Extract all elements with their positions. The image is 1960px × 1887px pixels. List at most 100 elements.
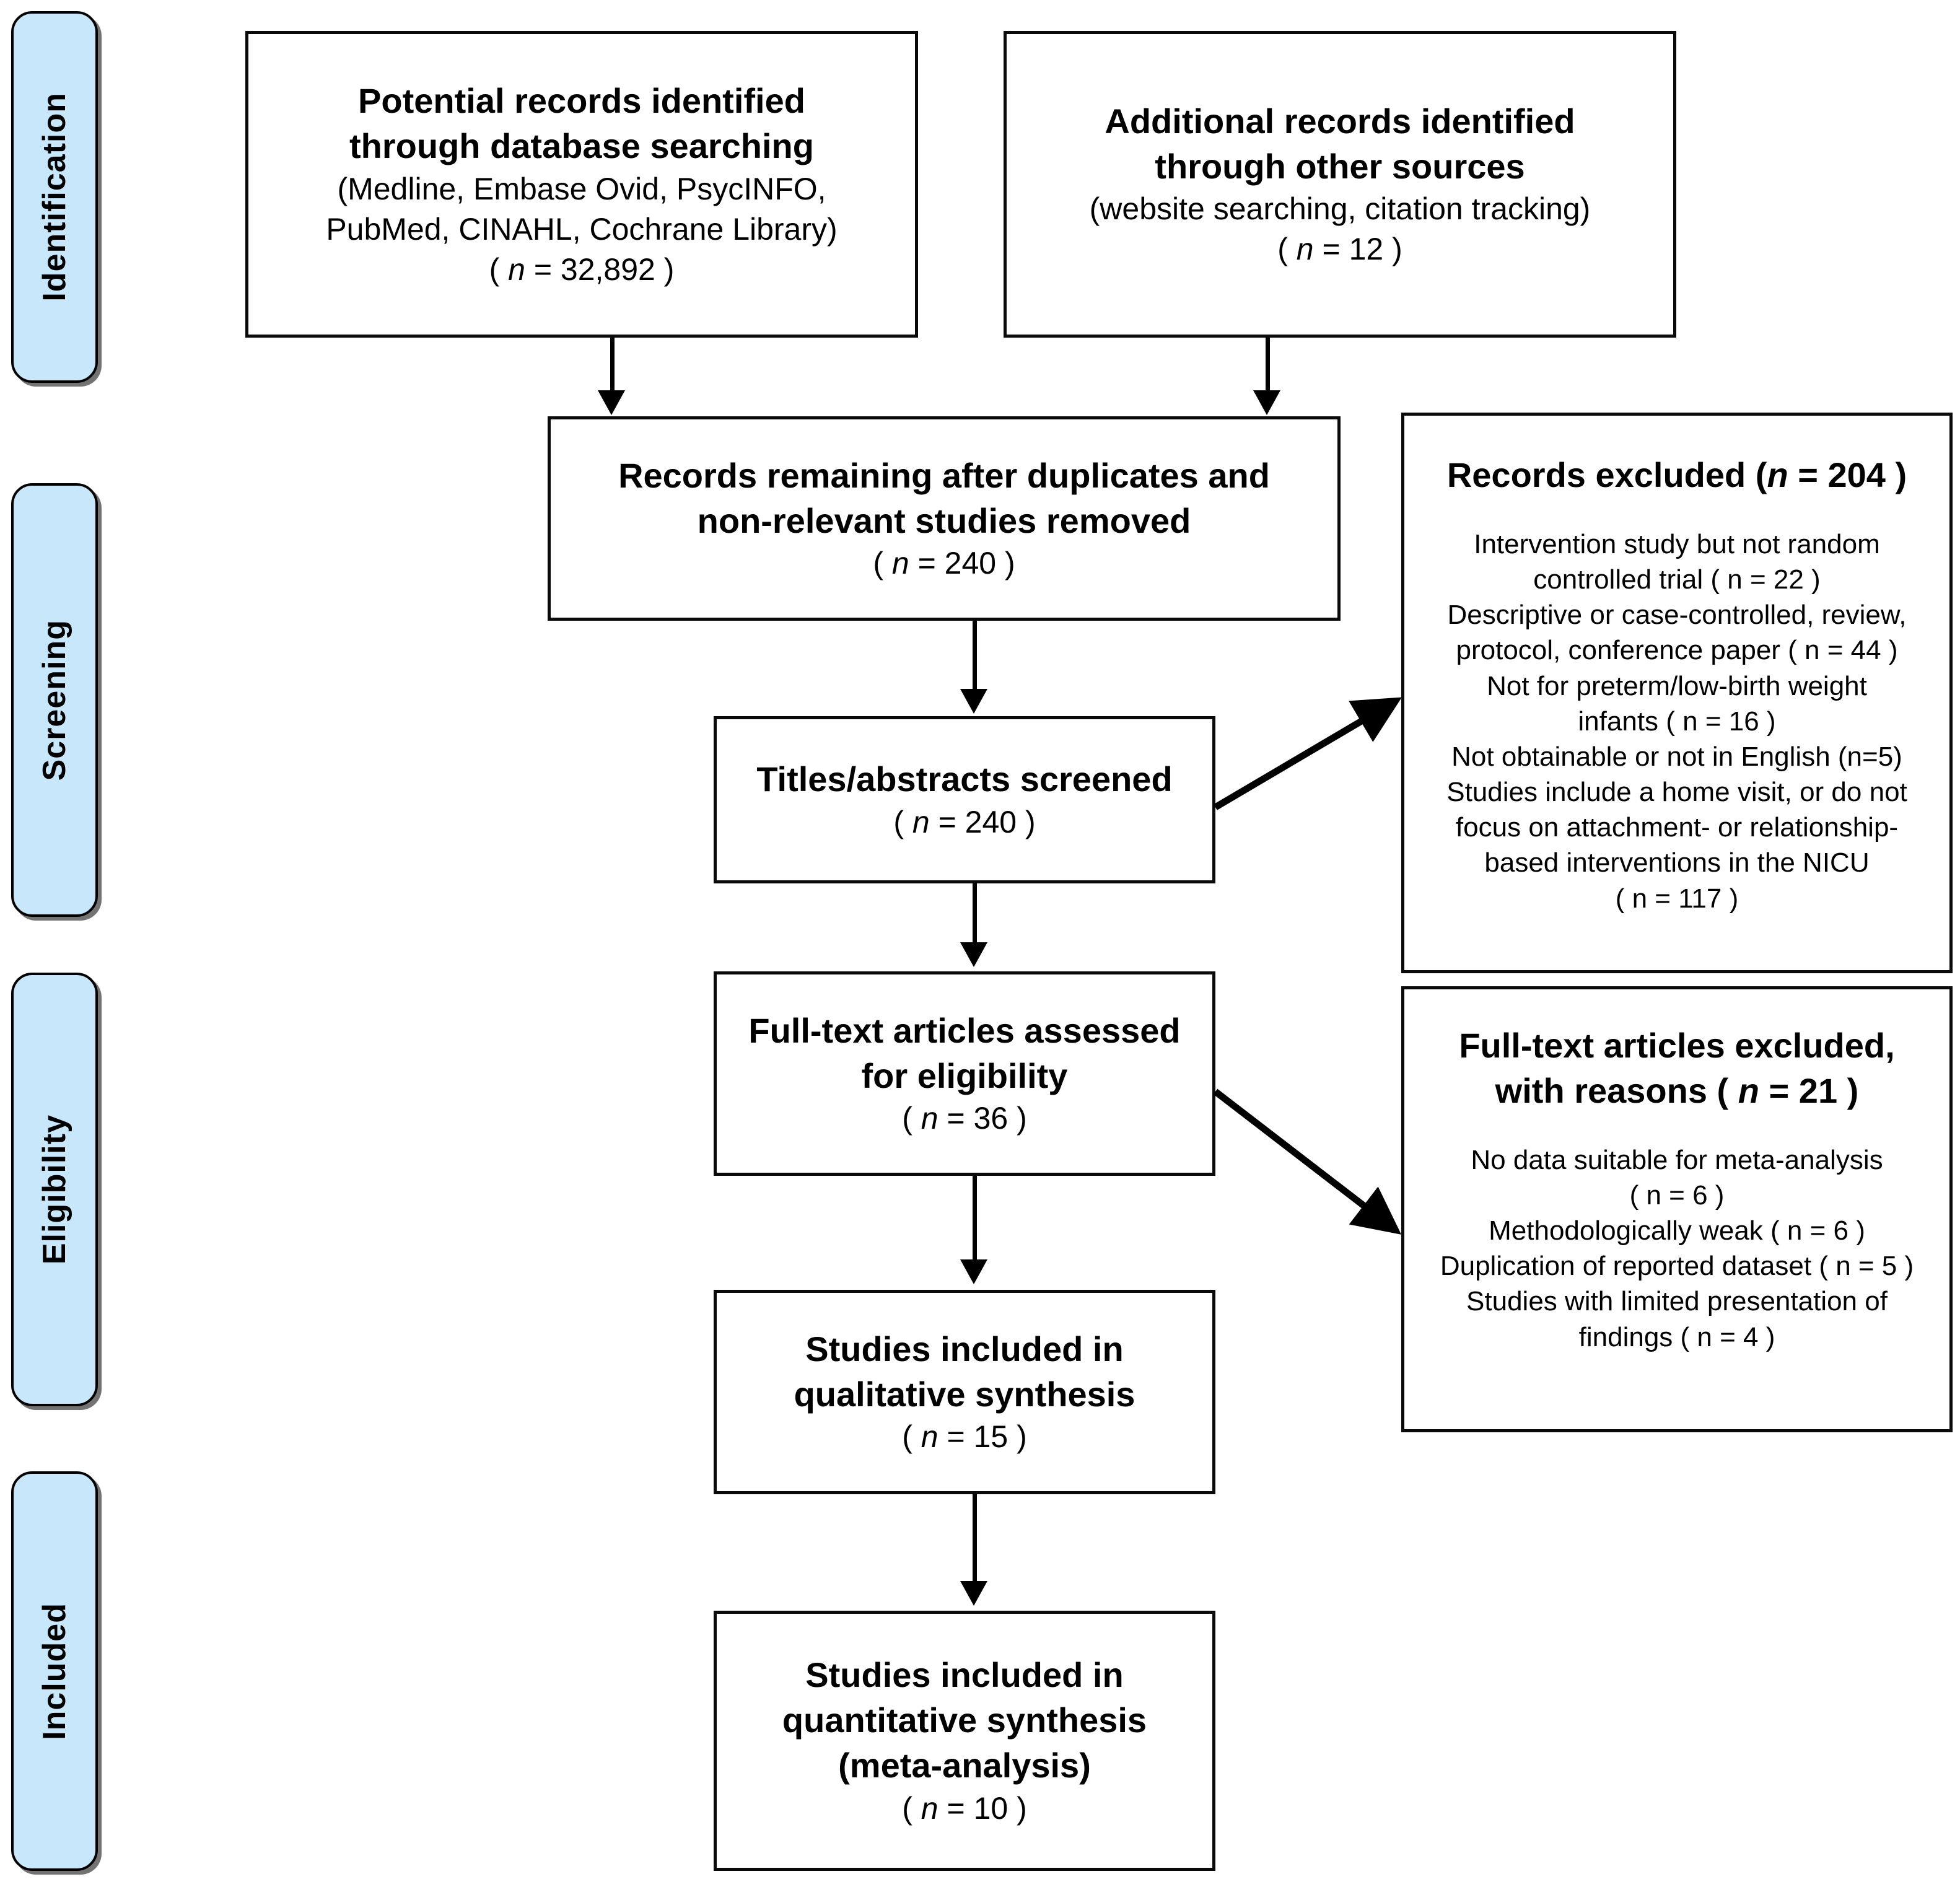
fulltext-excluded-reason: Methodologically weak ( n = 6 ) xyxy=(1489,1215,1865,1246)
fulltext-excluded-heading-1: Full-text articles excluded, xyxy=(1459,1026,1895,1065)
count-value: = 15 ) xyxy=(938,1419,1027,1455)
quantitative-heading-3: (meta-analysis) xyxy=(838,1745,1091,1785)
other-sources-heading-1: Additional records identified xyxy=(1105,101,1575,141)
count-open-paren: ( xyxy=(873,546,892,581)
fulltext-excluded-spacer xyxy=(1414,1114,1940,1142)
records-excluded-reason: ( n = 117 ) xyxy=(1615,883,1739,914)
count-value: = 10 ) xyxy=(938,1790,1027,1826)
box-titles-abstracts-screened: Titles/abstracts screened ( n = 240 ) xyxy=(714,716,1215,883)
diagonal-titles-to-records-excluded xyxy=(1214,697,1402,810)
arrowhead-qualitative-to-quantitative xyxy=(960,1581,987,1606)
connector-other-to-remaining xyxy=(1266,338,1270,393)
stage-pill-eligibility: Eligibility xyxy=(11,973,98,1406)
connector-database-to-remaining xyxy=(610,338,615,393)
records-excluded-reason: infants ( n = 16 ) xyxy=(1578,706,1776,737)
box-database-search: Potential records identified through dat… xyxy=(245,31,918,338)
other-sources-heading-2: through other sources xyxy=(1155,146,1525,186)
count-value: = 32,892 ) xyxy=(525,252,675,287)
count-value: = 240 ) xyxy=(929,804,1036,839)
fulltext-excluded-reason: Studies with limited presentation of xyxy=(1466,1286,1888,1317)
database-search-detail-2: PubMed, CINAHL, Cochrane Library) xyxy=(326,211,838,247)
stage-label-eligibility: Eligibility xyxy=(37,1114,72,1265)
records-excluded-reason: Descriptive or case-controlled, review, xyxy=(1447,600,1907,631)
other-sources-detail-1: (website searching, citation tracking) xyxy=(1089,191,1591,227)
connector-remaining-to-titles xyxy=(973,621,977,692)
count-value: = 12 ) xyxy=(1313,232,1402,267)
qualitative-count: ( n = 15 ) xyxy=(727,1417,1202,1457)
box-other-sources: Additional records identified through ot… xyxy=(1004,31,1676,338)
database-search-heading-1: Potential records identified xyxy=(358,81,805,121)
heading-n-symbol: n xyxy=(1738,1070,1759,1110)
fulltext-excluded-reason: No data suitable for meta-analysis xyxy=(1471,1144,1883,1175)
records-excluded-reason: based interventions in the NICU xyxy=(1484,847,1870,878)
records-excluded-spacer xyxy=(1414,498,1940,527)
count-open-paren: ( xyxy=(893,804,912,839)
fulltext-excluded-heading-2: with reasons ( n = 21 ) xyxy=(1414,1069,1940,1114)
count-n-symbol: n xyxy=(921,1101,938,1136)
fulltext-excluded-reason: ( n = 6 ) xyxy=(1629,1180,1725,1211)
fulltext-excluded-reason: Duplication of reported dataset ( n = 5 … xyxy=(1440,1251,1914,1282)
box-records-excluded: Records excluded (n = 204 ) Intervention… xyxy=(1401,413,1953,973)
records-excluded-reason: focus on attachment- or relationship- xyxy=(1455,812,1899,843)
after-duplicates-heading-1: Records remaining after duplicates and xyxy=(618,455,1270,495)
after-duplicates-count: ( n = 240 ) xyxy=(561,543,1328,584)
other-sources-count: ( n = 12 ) xyxy=(1017,229,1663,269)
records-excluded-reason: controlled trial ( n = 22 ) xyxy=(1533,564,1821,595)
count-open-paren: ( xyxy=(902,1101,921,1136)
connector-qualitative-to-quantitative xyxy=(973,1494,977,1584)
arrowhead-titles-to-fulltext xyxy=(960,942,987,967)
arrowhead-other-to-remaining xyxy=(1253,390,1280,415)
records-excluded-reason: Intervention study but not random xyxy=(1474,528,1880,559)
count-n-symbol: n xyxy=(921,1419,938,1455)
records-excluded-heading: Records excluded (n = 204 ) xyxy=(1414,453,1940,498)
database-search-heading-2: through database searching xyxy=(349,126,814,165)
database-search-detail-1: (Medline, Embase Ovid, PsycINFO, xyxy=(337,171,826,206)
count-open-paren: ( xyxy=(1277,232,1297,267)
count-value: = 36 ) xyxy=(938,1101,1027,1136)
fulltext-assessed-heading-1: Full-text articles assessed xyxy=(748,1010,1181,1050)
count-n-symbol: n xyxy=(891,546,909,581)
records-excluded-reason: Studies include a home visit, or do not xyxy=(1446,777,1907,808)
heading-suffix: = 204 ) xyxy=(1788,455,1907,494)
stage-pill-identification: Identification xyxy=(11,11,98,383)
count-n-symbol: n xyxy=(912,804,930,839)
titles-screened-count: ( n = 240 ) xyxy=(727,802,1202,843)
stage-pill-included: Included xyxy=(11,1471,98,1871)
heading-prefix: Records excluded ( xyxy=(1446,455,1767,494)
quantitative-heading-1: Studies included in xyxy=(805,1655,1124,1695)
box-quantitative-synthesis: Studies included in quantitative synthes… xyxy=(714,1611,1215,1871)
titles-screened-heading-1: Titles/abstracts screened xyxy=(756,760,1173,799)
heading-suffix: = 21 ) xyxy=(1759,1070,1859,1110)
diagonal-fulltext-to-fulltext-excluded xyxy=(1213,1088,1402,1235)
stage-pill-screening: Screening xyxy=(11,483,98,917)
box-fulltext-assessed: Full-text articles assessed for eligibil… xyxy=(714,971,1215,1176)
count-value: = 240 ) xyxy=(909,546,1015,581)
count-open-paren: ( xyxy=(489,252,509,287)
fulltext-assessed-count: ( n = 36 ) xyxy=(727,1098,1202,1139)
arrowhead-remaining-to-titles xyxy=(960,689,987,714)
database-search-count: ( n = 32,892 ) xyxy=(258,250,905,290)
heading-n-symbol: n xyxy=(1767,455,1788,494)
quantitative-count: ( n = 10 ) xyxy=(727,1788,1202,1829)
records-excluded-reason: Not obtainable or not in English (n=5) xyxy=(1451,741,1902,772)
after-duplicates-heading-2: non-relevant studies removed xyxy=(697,501,1191,540)
connector-fulltext-to-qualitative xyxy=(973,1176,977,1263)
count-open-paren: ( xyxy=(902,1790,921,1826)
fulltext-excluded-reason: findings ( n = 4 ) xyxy=(1578,1321,1775,1352)
qualitative-heading-2: qualitative synthesis xyxy=(794,1374,1135,1414)
arrowhead-fulltext-to-qualitative xyxy=(960,1259,987,1284)
count-open-paren: ( xyxy=(902,1419,921,1455)
quantitative-heading-2: quantitative synthesis xyxy=(782,1701,1147,1740)
box-fulltext-excluded: Full-text articles excluded, with reason… xyxy=(1401,986,1953,1432)
fulltext-assessed-heading-2: for eligibility xyxy=(861,1056,1068,1095)
stage-label-screening: Screening xyxy=(37,619,72,781)
count-n-symbol: n xyxy=(921,1790,938,1826)
stage-label-identification: Identification xyxy=(37,92,72,302)
qualitative-heading-1: Studies included in xyxy=(805,1329,1124,1368)
arrowhead-database-to-remaining xyxy=(598,390,625,415)
box-qualitative-synthesis: Studies included in qualitative synthesi… xyxy=(714,1290,1215,1494)
count-n-symbol: n xyxy=(1296,232,1314,267)
count-n-symbol: n xyxy=(508,252,525,287)
heading-prefix: with reasons ( xyxy=(1495,1070,1738,1110)
